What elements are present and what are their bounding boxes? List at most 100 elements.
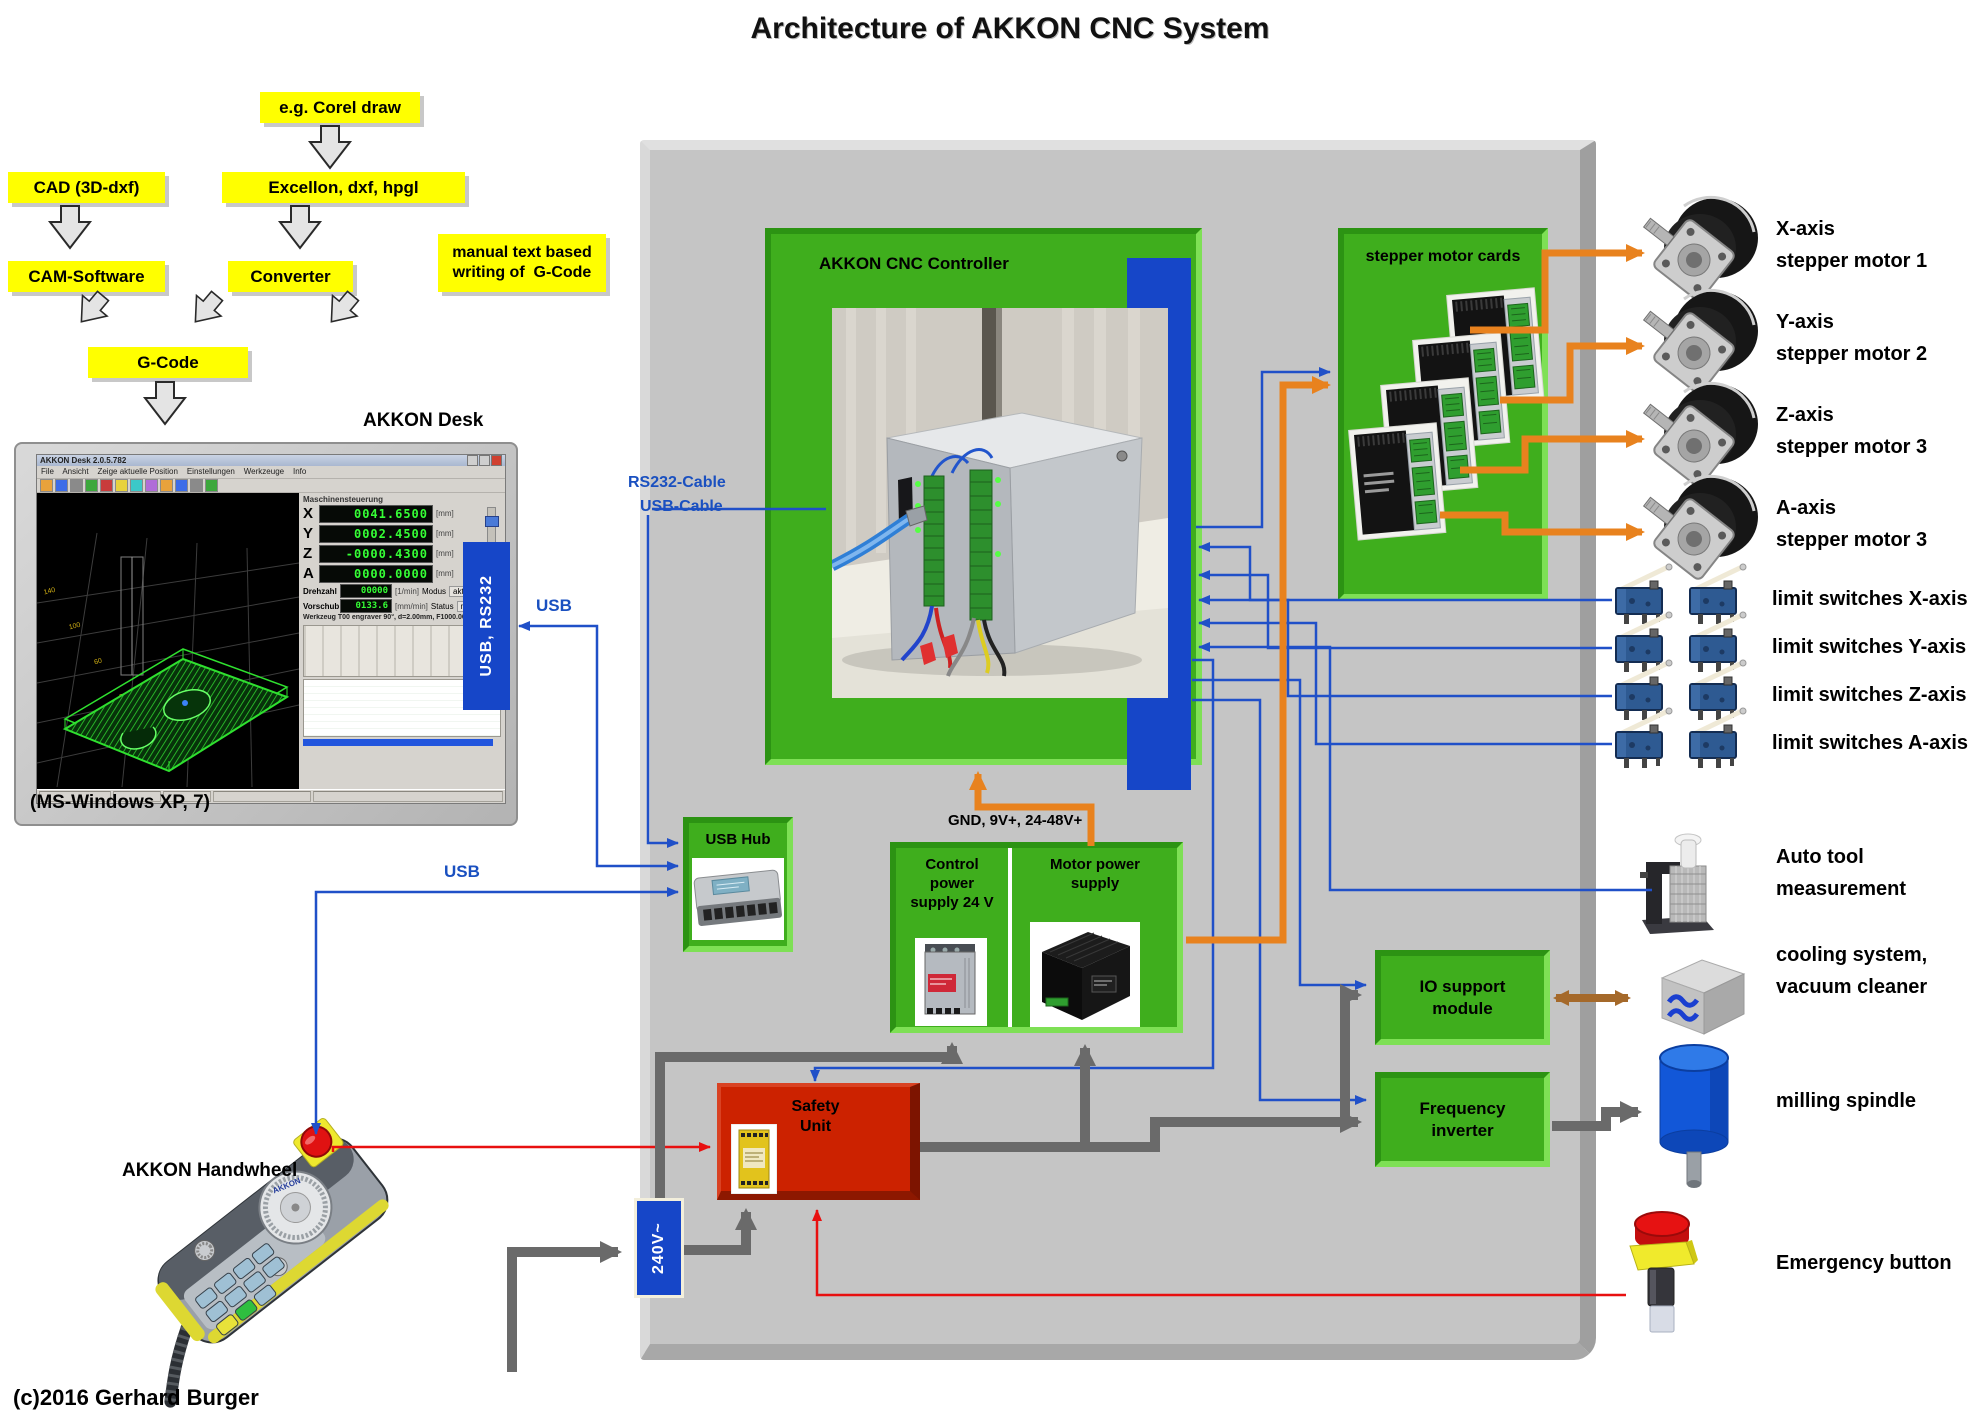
flow-arrow-tilted-icon bbox=[194, 290, 224, 323]
flow-box-manual-gcode: manual text based writing of G-Code bbox=[438, 234, 606, 292]
stepper-motor-y-photo bbox=[1626, 288, 1760, 397]
frequency-inverter-label: Frequency inverter bbox=[1381, 1098, 1544, 1142]
limit-switch-photo bbox=[1616, 660, 1672, 720]
flow-box-cad: CAD (3D-dxf) bbox=[8, 172, 165, 203]
flow-box-cam-label: CAM-Software bbox=[28, 266, 145, 286]
motor-psu-l2: supply bbox=[1070, 874, 1120, 892]
feed-label: Vorschub bbox=[303, 601, 340, 611]
frequency-inverter-box: Frequency inverter bbox=[1375, 1072, 1550, 1167]
control-psu-photo bbox=[915, 938, 987, 1026]
status-bar bbox=[37, 788, 505, 803]
motor-z-label2: stepper motor 3 bbox=[1776, 436, 1928, 458]
io-support-module-box: IO support module bbox=[1375, 950, 1550, 1045]
usb-hub-label: USB Hub bbox=[705, 831, 771, 848]
flow-box-excellon: Excellon, dxf, hpgl bbox=[222, 172, 465, 203]
milling-spindle-label: milling spindle bbox=[1776, 1090, 1917, 1112]
dro-unit: [mm] bbox=[436, 529, 454, 539]
emergency-button-label: Emergency button bbox=[1776, 1252, 1952, 1274]
dro-unit: [mm] bbox=[436, 509, 454, 519]
limit-y-label: limit switches Y-axis bbox=[1772, 636, 1967, 658]
status-cell bbox=[213, 790, 311, 802]
usb-hub-photo bbox=[692, 858, 784, 940]
auto-tool-label1: Auto tool bbox=[1776, 846, 1864, 868]
close-icon bbox=[491, 455, 502, 467]
flow-box-gcode-label: G-Code bbox=[137, 352, 199, 372]
axis-letter: X bbox=[303, 505, 314, 523]
motor-psu-l1: Motor power bbox=[1050, 856, 1140, 873]
usb-cable-label: USB-Cable bbox=[640, 498, 723, 515]
toolbar-icon bbox=[160, 478, 173, 492]
window-title-text: AKKON Desk 2.0.5.782 bbox=[40, 456, 127, 466]
svg-text:60: 60 bbox=[93, 657, 102, 666]
controller-photo bbox=[832, 308, 1168, 698]
usb-rs232-label: USB, RS232 bbox=[477, 575, 495, 677]
dro-value-y: 0002.4500 bbox=[319, 524, 433, 543]
safety-relay-photo bbox=[731, 1124, 777, 1194]
progress-bar bbox=[303, 738, 494, 746]
cnc-controller-title: AKKON CNC Controller bbox=[819, 254, 1009, 273]
motor-y-label2: stepper motor 2 bbox=[1776, 343, 1928, 365]
slider-thumb bbox=[484, 515, 499, 527]
wave-icon bbox=[1666, 994, 1700, 1022]
dro-value-z: -0000.4300 bbox=[319, 544, 433, 563]
stepper-motor-cards-title: stepper motor cards bbox=[1365, 248, 1521, 265]
flow-arrow-tilted-icon bbox=[80, 290, 110, 323]
gcode-wireframe-render: 1401006020 bbox=[36, 532, 300, 787]
flow-arrow-down-icon bbox=[307, 125, 353, 170]
psu-divider bbox=[1008, 848, 1012, 1027]
akkon-desk-monitor: AKKON Desk 2.0.5.782 File Ansicht Zeige … bbox=[14, 442, 518, 826]
feed-value: 0133.6 bbox=[340, 599, 392, 614]
io-support-label: IO support module bbox=[1381, 976, 1544, 1020]
feed-unit: [mm/min] bbox=[395, 601, 428, 611]
toolbar-icon bbox=[70, 478, 83, 492]
manual-line2: writing of G-Code bbox=[452, 264, 592, 281]
limit-switch-photo bbox=[1690, 660, 1746, 720]
window-body: 1401006020 Maschinensteuerung X0041.6500… bbox=[36, 492, 505, 789]
flow-box-excellon-label: Excellon, dxf, hpgl bbox=[268, 177, 419, 197]
flow-box-corel-label: e.g. Corel draw bbox=[279, 97, 401, 117]
cooling-label1: cooling system, bbox=[1776, 944, 1928, 966]
maximize-icon bbox=[479, 455, 490, 467]
usb-rs232-port-box: USB, RS232 bbox=[463, 542, 510, 710]
limit-switch-photo bbox=[1616, 708, 1672, 768]
control-psu-l2: power bbox=[929, 874, 975, 892]
limit-switch-photo bbox=[1690, 564, 1746, 624]
control-psu-l1: Control bbox=[925, 856, 979, 873]
toolbar bbox=[37, 478, 505, 493]
axis-letter: Y bbox=[303, 525, 314, 543]
svg-text:140: 140 bbox=[43, 587, 56, 597]
stepper-motor-z-photo bbox=[1626, 381, 1760, 490]
axis-letter: Z bbox=[303, 545, 313, 563]
akkon-desk-label: AKKON Desk bbox=[363, 410, 484, 431]
motor-psu-label: Motor power supply bbox=[1016, 856, 1174, 894]
mains-240v-label: 240V~ bbox=[650, 1222, 667, 1274]
flow-box-corel: e.g. Corel draw bbox=[260, 92, 420, 123]
menu-bar: File Ansicht Zeige aktuelle Position Ein… bbox=[37, 466, 505, 479]
window-titlebar: AKKON Desk 2.0.5.782 bbox=[37, 455, 505, 467]
stepper-motor-a-photo bbox=[1626, 474, 1760, 583]
mains-240v-box: 240V~ bbox=[634, 1198, 684, 1298]
io-l1: IO support bbox=[1419, 977, 1506, 996]
spindle-label: Drehzahl bbox=[303, 586, 337, 596]
akkon-desk-window: AKKON Desk 2.0.5.782 File Ansicht Zeige … bbox=[36, 454, 506, 804]
stepper-motor-x-photo bbox=[1626, 195, 1760, 304]
status-cell bbox=[39, 790, 111, 802]
status-cell bbox=[113, 790, 161, 802]
toolbar-icon bbox=[100, 478, 113, 492]
spindle-value: 00000 bbox=[340, 584, 392, 599]
flow-arrow-down-icon bbox=[47, 205, 93, 250]
limit-switch-photo bbox=[1690, 612, 1746, 672]
rs232-cable-label: RS232-Cable bbox=[628, 474, 726, 491]
window-buttons bbox=[467, 455, 502, 467]
limit-z-label: limit switches Z-axis bbox=[1772, 684, 1967, 706]
motor-x-label1: X-axis bbox=[1776, 218, 1835, 240]
milling-spindle-icon bbox=[1659, 1044, 1729, 1188]
motor-psu-photo bbox=[1030, 922, 1140, 1027]
toolbar-icon bbox=[190, 478, 203, 492]
motor-a-label1: A-axis bbox=[1776, 497, 1837, 519]
toolbar-icon bbox=[175, 478, 188, 492]
motor-x-label2: stepper motor 1 bbox=[1776, 250, 1928, 272]
